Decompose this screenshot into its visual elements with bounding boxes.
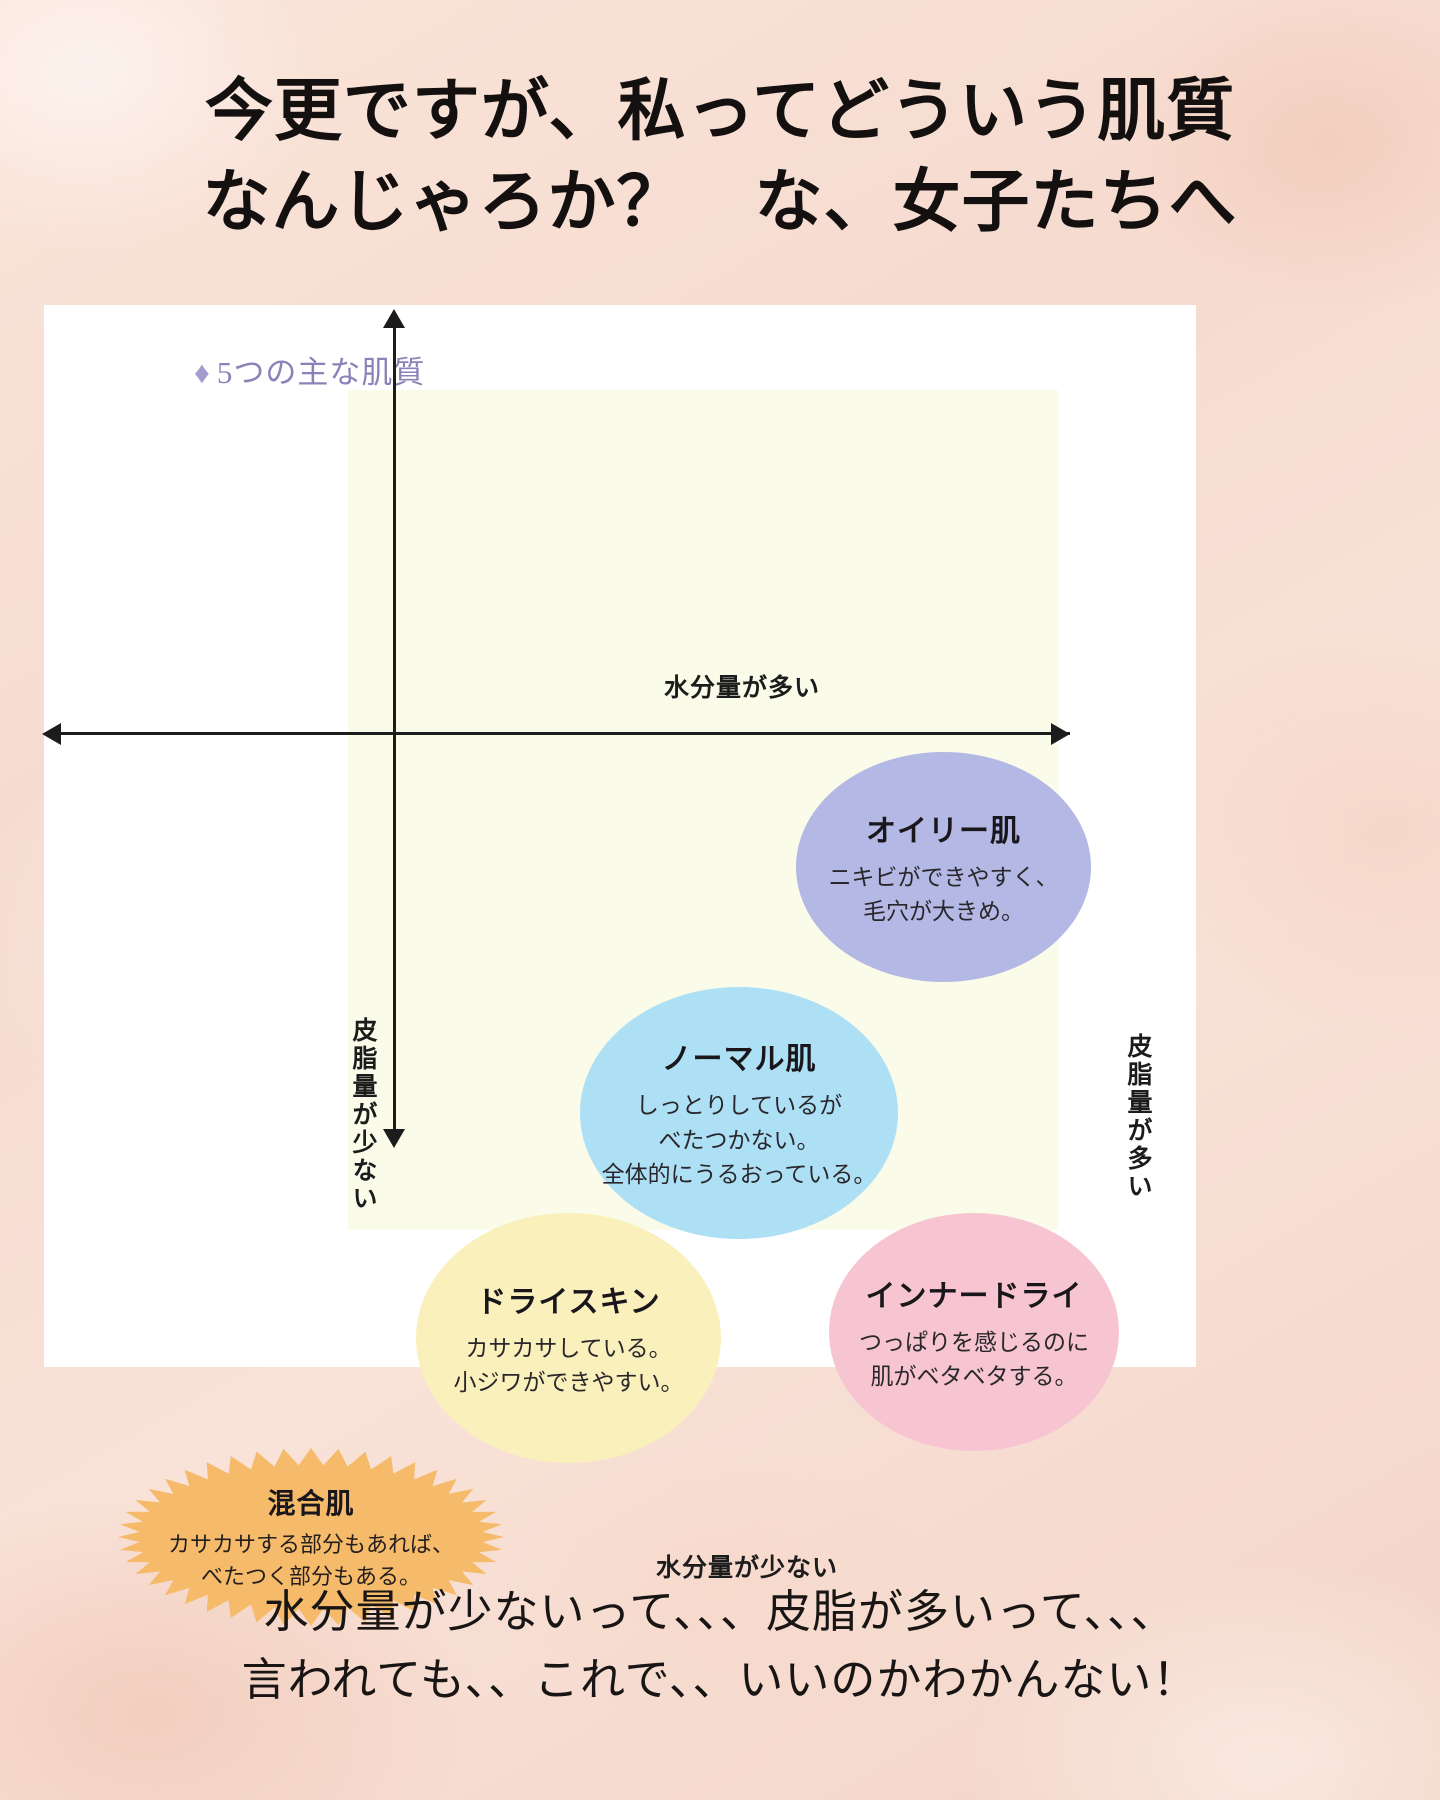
card-subtitle: ♦5つの主な肌質 [194,347,425,392]
arrow-up-icon [383,309,405,328]
horizontal-axis-line [60,732,1070,735]
arrow-down-icon [383,1129,405,1148]
diamond-icon: ♦ [194,355,211,390]
skin-type-bubble-normal[interactable]: ノーマル肌 しっとりしているが べたつかない。 全体的にうるおっている。 [580,987,898,1239]
skin-type-bubble-inner-dry[interactable]: インナードライ つっぱりを感じるのに 肌がベタベタする。 [829,1213,1119,1451]
starburst-desc-mixed: カサカサする部分もあれば、 べたつく部分もある。 [167,1531,454,1589]
bubble-title-normal: ノーマル肌 [661,1043,817,1077]
card-subtitle-text: 5つの主な肌質 [216,355,426,390]
vertical-axis-line [393,323,396,1135]
page-title: 今更ですが、私ってどういう肌質 なんじゃろか？ な、女子たちへ [202,73,1238,241]
bubble-title-dry: ドライスキン [476,1285,661,1319]
axis-label-sebum-high: 皮脂量が多い [1124,1033,1152,1201]
bubble-desc-inner-dry: つっぱりを感じるのに 肌がベタベタする。 [859,1328,1089,1390]
axis-label-moisture-low: 水分量が少ない [656,1554,839,1582]
bubble-title-oily: オイリー肌 [866,814,1021,848]
axis-label-moisture-high: 水分量が多い [664,674,821,702]
arrow-left-icon [42,723,61,745]
starburst-text-block: 混合肌 カサカサする部分もあれば、 べたつく部分もある。 [116,1447,506,1627]
axis-label-sebum-low: 皮脂量が少ない [349,1017,377,1213]
footer-handwritten-note: 水分量が少ないって、、、皮脂が多いって、、、 言われても、、これで、、いいのかわ… [241,1585,1199,1706]
skin-type-bubble-oily[interactable]: オイリー肌 ニキビができやすく、 毛穴が大きめ。 [796,752,1091,982]
starburst-title-mixed: 混合肌 [267,1487,355,1519]
starburst-shape-icon [118,1448,504,1626]
diagram-card: ♦5つの主な肌質 水分量が多い 水分量が少ない 皮脂量が少ない 皮脂量が多い オ… [42,305,1196,1626]
bubble-desc-normal: しっとりしているが べたつかない。 全体的にうるおっている。 [601,1092,877,1188]
bubble-title-inner-dry: インナードライ [865,1279,1083,1313]
arrow-right-icon [1051,723,1070,745]
bubble-desc-oily: ニキビができやすく、 毛穴が大きめ。 [828,863,1059,925]
skin-type-starburst-mixed[interactable]: 混合肌 カサカサする部分もあれば、 べたつく部分もある。 [116,1447,506,1627]
bubble-desc-dry: カサカサしている。 小ジワができやすい。 [453,1334,684,1396]
skin-type-bubble-dry[interactable]: ドライスキン カサカサしている。 小ジワができやすい。 [416,1213,721,1463]
